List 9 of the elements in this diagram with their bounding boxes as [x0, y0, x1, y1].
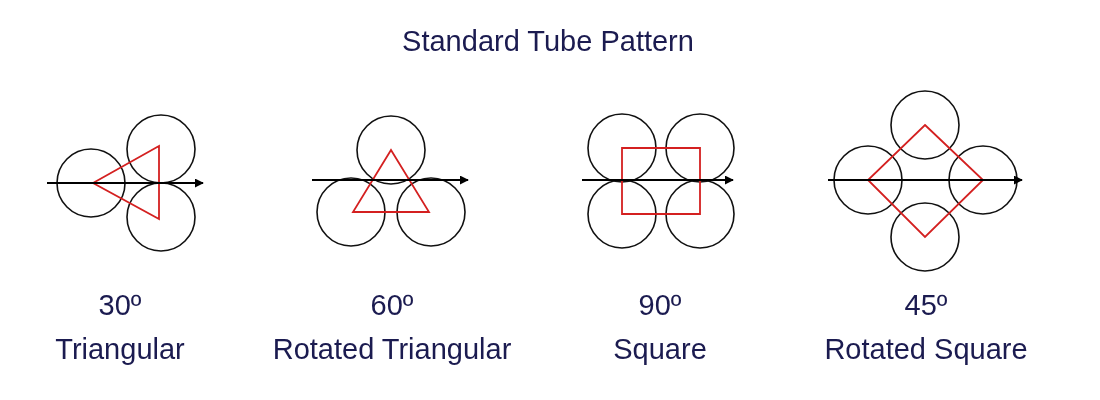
angle-label: 30º	[98, 288, 142, 322]
angle-label: 90º	[638, 288, 682, 322]
pattern-name: Square	[613, 332, 707, 366]
title: Standard Tube Pattern	[402, 24, 694, 58]
pattern-name: Rotated Triangular	[272, 332, 512, 366]
pattern-name: Rotated Square	[824, 332, 1028, 366]
pattern-name: Triangular	[55, 332, 185, 366]
angle-label: 60º	[370, 288, 414, 322]
angle-label: 45º	[904, 288, 948, 322]
